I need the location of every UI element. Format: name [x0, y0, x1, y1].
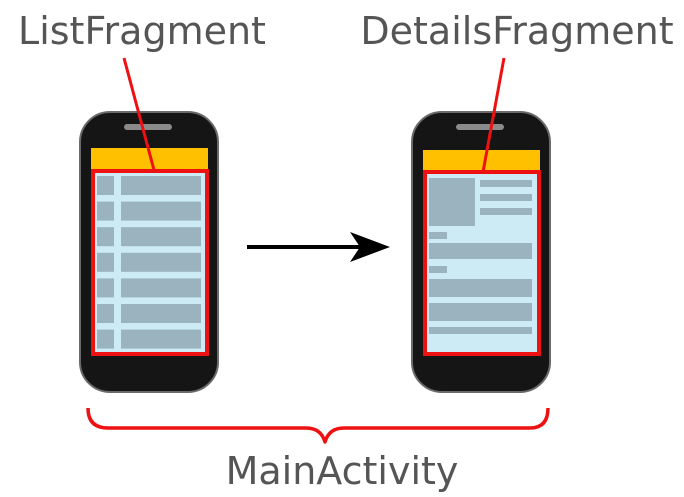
details-header-line [480, 208, 532, 215]
list-row-icon [97, 304, 114, 323]
list-row-text [121, 278, 201, 298]
list-row-icon [97, 329, 114, 349]
main-activity-label: MainActivity [226, 449, 459, 493]
details-header-line [480, 194, 532, 201]
left-phone-status-bar [91, 148, 208, 170]
details-short-line [429, 232, 447, 239]
details-header-line [480, 180, 532, 187]
details-short-line [429, 327, 532, 334]
list-row-text [121, 252, 201, 272]
list-row-text [121, 304, 201, 323]
left-phone [79, 111, 219, 393]
list-fragment-label: ListFragment [18, 9, 266, 53]
left-phone-speaker [124, 124, 172, 130]
details-text-block [429, 279, 532, 297]
transition-arrow [247, 232, 390, 262]
details-fragment-callout-line [481, 57, 506, 173]
list-row-text [121, 227, 201, 247]
list-row-icon [97, 252, 114, 272]
main-activity-bracket [86, 407, 550, 444]
list-row-text [121, 176, 201, 195]
list-row-icon [97, 201, 114, 221]
list-rows [97, 176, 201, 349]
details-text-block [429, 243, 532, 259]
list-row-icon [97, 176, 114, 195]
list-row-icon [97, 278, 114, 298]
list-row-text [121, 201, 201, 221]
details-text-block [429, 303, 532, 321]
details-fragment-label: DetailsFragment [360, 9, 673, 53]
right-phone-speaker [456, 124, 504, 130]
list-fragment-callout-line [122, 57, 156, 171]
details-content [429, 178, 532, 334]
list-row-icon [97, 227, 114, 247]
list-row-text [121, 329, 201, 349]
right-phone-status-bar [423, 150, 540, 172]
arrow-head [350, 232, 390, 262]
list-fragment-outline [91, 169, 209, 356]
details-fragment-outline [423, 170, 541, 356]
details-short-line [429, 266, 447, 273]
right-phone [411, 111, 551, 393]
details-image-block [429, 178, 475, 226]
